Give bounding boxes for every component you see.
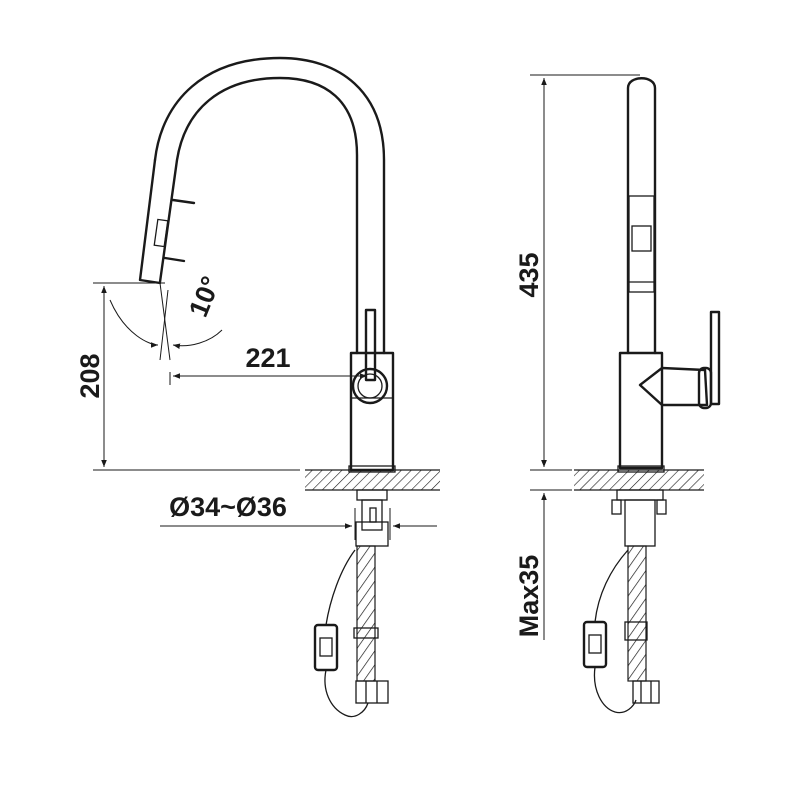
dim-spout-height: 208 — [75, 282, 300, 471]
lever-handle-side — [638, 310, 721, 410]
countertop-side — [574, 469, 704, 491]
dim-total-height: 435 — [514, 74, 640, 471]
sensor-cable-side — [582, 549, 637, 714]
lever-handle-front — [351, 308, 389, 405]
dim-angle: 10° — [109, 272, 226, 361]
dim-max-thickness: Max35 — [514, 448, 572, 640]
supply-hose-front — [353, 545, 389, 704]
mounting-shank-front — [355, 489, 389, 547]
supply-hose-side — [624, 545, 660, 704]
faucet-body-side — [617, 351, 665, 473]
dim-10-degree-label: 10° — [183, 272, 226, 321]
dim-max35-label: Max35 — [514, 555, 544, 638]
dim-reach: 221 — [169, 343, 367, 385]
dim-221-label: 221 — [245, 343, 290, 373]
side-view: 435 Max35 — [514, 74, 721, 714]
dim-hole-diameter: Ø34~Ø36 — [160, 492, 437, 540]
dim-208-label: 208 — [75, 353, 105, 398]
sensor-cable-front — [313, 549, 369, 718]
spout-front — [138, 56, 386, 355]
faucet-body-front — [348, 351, 396, 473]
spout-side — [626, 77, 657, 355]
dim-diameter-label: Ø34~Ø36 — [169, 492, 287, 522]
front-view: 208 10° 221 Ø34~Ø36 — [75, 56, 440, 718]
mounting-shank-side — [611, 489, 667, 547]
countertop-front — [305, 469, 440, 491]
dim-435-label: 435 — [514, 252, 544, 297]
